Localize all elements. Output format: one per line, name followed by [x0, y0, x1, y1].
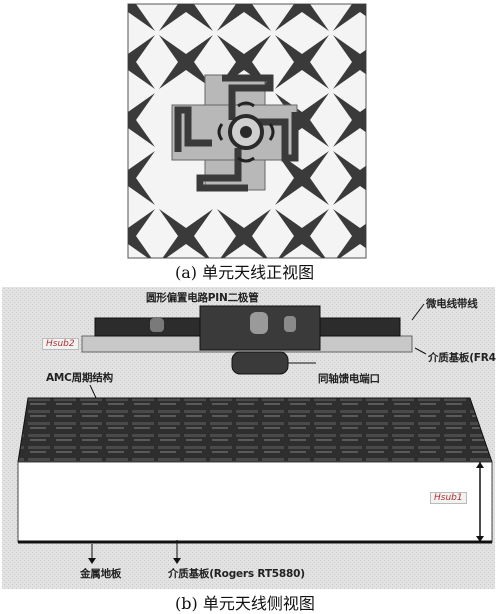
amc-star-tile [333, 209, 366, 258]
pointer-fr4 [414, 347, 427, 355]
amc-star-tile [333, 4, 366, 31]
amc-star-tile [217, 4, 271, 31]
label-hsub2: Hsub2 [42, 338, 79, 350]
label-metal-ground: 金属地板 [80, 568, 122, 580]
amc-star-tile [128, 209, 155, 258]
cross-antenna [171, 74, 299, 192]
amc-star-tile [128, 93, 155, 147]
feed-line [222, 74, 274, 120]
lower-substrate-rogers [17, 461, 493, 543]
amc-star-tile [333, 93, 366, 147]
caption-side-view: (b) 单元天线侧视图 [175, 594, 315, 613]
caption-front-view: (a) 单元天线正视图 [175, 263, 315, 282]
coax-feed-point [240, 126, 252, 138]
pointer-microstrip [411, 303, 425, 321]
label-substrate-fr4: 介质基板(FR4 [428, 352, 496, 364]
diode-left [217, 123, 224, 141]
amc-star-tile [217, 209, 271, 258]
amc-star-tile [128, 151, 155, 205]
feed-line [174, 106, 212, 152]
feed-line [196, 148, 248, 192]
amc-star-tile [159, 35, 213, 89]
diode-top [237, 101, 255, 108]
amc-star-tile [128, 4, 155, 31]
label-hsub1: Hsub1 [430, 492, 467, 504]
amc-star-tile [159, 209, 213, 258]
amc-star-tile [128, 35, 155, 89]
label-microstrip-line: 微电线带线 [426, 298, 478, 310]
pointer-amc [89, 384, 97, 399]
amc-star-tile [275, 151, 329, 205]
diode-bottom [237, 156, 255, 163]
label-amc-structure: AMC周期结构 [46, 372, 113, 384]
amc-layer [17, 397, 493, 463]
label-substrate-rogers: 介质基板(Rogers RT5880) [168, 568, 305, 580]
amc-star-tile [159, 4, 213, 31]
diode-body [150, 318, 164, 332]
diode-right [268, 123, 275, 141]
amc-star-tile [275, 209, 329, 258]
amc-star-tile [275, 35, 329, 89]
coax-connector [231, 351, 289, 375]
diode-body [250, 312, 268, 334]
feed-line [258, 112, 299, 162]
amc-star-tile [333, 35, 366, 89]
amc-star-tile [275, 4, 329, 31]
label-coax-port: 同轴馈电端口 [318, 373, 380, 385]
amc-star-tile [333, 151, 366, 205]
label-pin-diode: 圆形偏置电路PIN二极管 [146, 292, 259, 304]
diode-body [284, 316, 296, 332]
